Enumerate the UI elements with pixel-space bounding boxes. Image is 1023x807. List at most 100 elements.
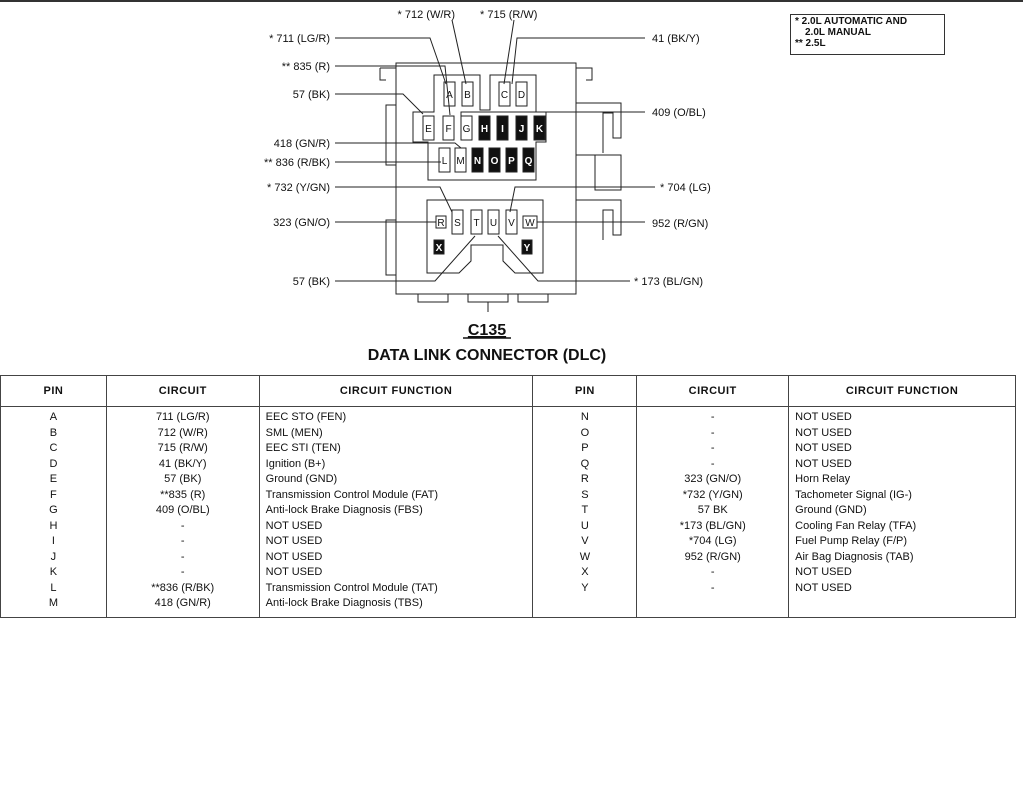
- top-border: [0, 0, 1023, 2]
- pin-i-label: I: [501, 124, 504, 135]
- circuit-cell: -: [180, 519, 185, 532]
- pin-o-label: O: [491, 156, 499, 167]
- circuit-cell: 711 (LG/R): [155, 411, 210, 423]
- function-cell: Transmission Control Module (TAT): [265, 581, 438, 594]
- callout-409: 409 (O/BL): [652, 107, 706, 119]
- circuit-cell: 409 (O/BL): [155, 504, 210, 516]
- pin-cell: N: [580, 411, 589, 423]
- right-function-column: NOT USED NOT USED NOT USED NOT USED Horn Rel…: [788, 406, 1016, 618]
- function-cell: Ignition (B+): [265, 457, 326, 470]
- callout-57-top: 57 (BK): [293, 89, 330, 101]
- pin-cell: M: [48, 597, 58, 609]
- pin-f-socket: [442, 115, 455, 141]
- pin-t-socket: [470, 209, 483, 235]
- pin-cell: H: [49, 519, 58, 532]
- circuit-cell: 418 (GN/R): [154, 597, 211, 609]
- pin-x-label: X: [436, 243, 443, 254]
- pin-v-label: V: [508, 218, 515, 229]
- pin-o-socket: [488, 147, 501, 173]
- pin-h-socket: [478, 115, 491, 141]
- pin-q-label: Q: [525, 156, 533, 167]
- circuit-cell: *173 (BL/GN): [679, 519, 746, 532]
- pin-cell: S: [581, 488, 589, 501]
- function-cell: EEC STI (TEN): [265, 442, 341, 454]
- function-cell: Air Bag Diagnosis (TAB): [795, 550, 914, 563]
- pin-cell: G: [49, 504, 58, 516]
- callout-173: * 173 (BL/GN): [634, 276, 703, 288]
- callout-835: ** 835 (R): [282, 61, 330, 73]
- header-function: CIRCUIT FUNCTION: [258, 375, 534, 407]
- circuit-cell: -: [710, 566, 715, 578]
- callout-323: 323 (GN/O): [273, 217, 330, 229]
- function-cell: NOT USED: [795, 457, 852, 470]
- pin-cell: V: [581, 535, 589, 547]
- pin-cell: O: [580, 426, 590, 439]
- pin-e-socket: [422, 115, 435, 141]
- pin-cell: A: [49, 411, 58, 423]
- callout-711: * 711 (LG/R): [269, 33, 330, 45]
- pin-e-label: E: [425, 124, 432, 135]
- pin-cell: T: [581, 504, 589, 516]
- circuit-cell: 57 BK: [697, 504, 728, 516]
- circuit-cell: -: [710, 426, 715, 439]
- callout-lines: [335, 19, 655, 282]
- pin-cell: P: [581, 442, 589, 454]
- function-cell: NOT USED: [795, 442, 852, 454]
- pin-r-label: R: [437, 218, 444, 229]
- pin-d-socket: [515, 81, 528, 107]
- left-circuit-column: 711 (LG/R)712 (W/R)715 (R/W)41 (BK/Y)57 …: [105, 406, 260, 618]
- pin-j-socket: [515, 115, 528, 141]
- pin-cell: R: [580, 473, 589, 485]
- engine-note-box: * 2.0L AUTOMATIC AND 2.0L MANUAL ** 2.5L: [790, 14, 945, 55]
- function-cell: Ground (GND): [795, 504, 867, 516]
- callout-704: * 704 (LG): [660, 182, 711, 194]
- header-pin: PIN: [0, 375, 107, 407]
- function-cell: SML (MEN): [265, 426, 323, 439]
- left-function-column: EEC STO (FEN)SML (MEN)EEC STI (TEN)Ignit…: [258, 406, 534, 618]
- callout-712: * 712 (W/R): [398, 9, 455, 21]
- function-cell: Horn Relay: [795, 473, 851, 485]
- pin-g-label: G: [463, 124, 471, 135]
- pin-cell: F: [50, 488, 57, 501]
- pin-m-label: M: [456, 156, 464, 167]
- pin-a-label: A: [446, 90, 453, 101]
- pinout-table: PIN CIRCUIT CIRCUIT FUNCTION PIN CIRCUIT…: [0, 375, 1016, 618]
- header-circuit: CIRCUIT: [105, 375, 260, 407]
- circuit-cell: -: [710, 442, 715, 454]
- function-cell: NOT USED: [265, 519, 323, 532]
- circuit-cell: 952 (R/GN): [684, 550, 741, 563]
- function-cell: Fuel Pump Relay (F/P): [795, 535, 908, 547]
- pin-k-label: K: [536, 124, 544, 135]
- callout-732: * 732 (Y/GN): [267, 182, 330, 194]
- function-cell: Anti-lock Brake Diagnosis (TBS): [265, 597, 423, 609]
- pin-f-label: F: [445, 124, 451, 135]
- header-pin: PIN: [532, 375, 638, 407]
- function-cell: NOT USED: [795, 581, 852, 594]
- function-cell: NOT USED: [795, 566, 852, 578]
- right-circuit-column: ----323 (GN/O)*732 (Y/GN)57 BK*173 (BL/G…: [636, 406, 790, 618]
- pin-cell: U: [580, 519, 589, 532]
- pin-cell: W: [579, 550, 591, 563]
- pin-h-label: H: [481, 124, 488, 135]
- header-circuit: CIRCUIT: [636, 375, 790, 407]
- function-cell: Ground (GND): [265, 473, 338, 485]
- pin-v-socket: [505, 209, 518, 235]
- circuit-cell: 715 (R/W): [157, 442, 208, 454]
- pin-p-label: P: [508, 156, 515, 167]
- header-function: CIRCUIT FUNCTION: [788, 375, 1016, 407]
- callout-57-bottom: 57 (BK): [293, 276, 330, 288]
- callout-418: 418 (GN/R): [274, 138, 330, 150]
- pin-b-label: B: [464, 90, 471, 101]
- pin-cell: Q: [580, 457, 590, 470]
- pin-b-socket: [461, 81, 474, 107]
- connector-housing: [379, 62, 622, 312]
- circuit-cell: *732 (Y/GN): [682, 488, 743, 501]
- circuit-cell: -: [180, 566, 185, 578]
- pin-cell: B: [49, 426, 58, 439]
- pin-cell: L: [50, 581, 57, 594]
- circuit-cell: -: [710, 411, 715, 423]
- circuit-cell: 57 (BK): [164, 473, 202, 485]
- circuit-cell: 712 (W/R): [157, 426, 208, 439]
